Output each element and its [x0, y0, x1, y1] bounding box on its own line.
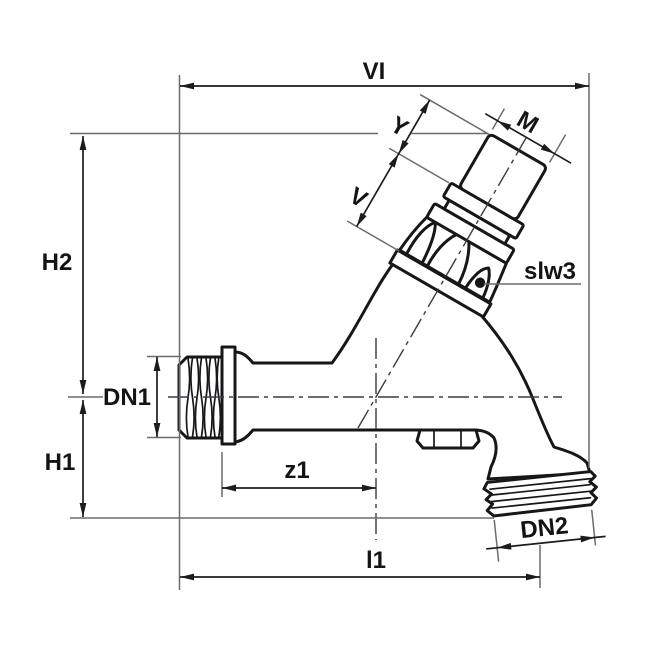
extension-line-dn2-right [590, 509, 597, 546]
dim-label-vi: VI [363, 58, 386, 85]
extension-line-m-left [491, 108, 506, 130]
extension-line-dn2-left [493, 519, 500, 562]
valve-body-outline [233, 262, 592, 481]
outlet-thread-ridges [488, 477, 593, 509]
extension-line-m-right [548, 134, 567, 163]
dim-label-l1: l1 [366, 547, 386, 574]
dim-label-dn1: DN1 [103, 384, 151, 411]
extension-line-collar-top [346, 220, 400, 252]
dim-label-h1: H1 [45, 449, 76, 476]
dim-label-dn2: DN2 [519, 512, 570, 544]
dim-label-z1: z1 [284, 457, 309, 484]
drain-plug [415, 428, 481, 450]
callout-label-slw3: slw3 [524, 258, 576, 285]
inlet-flange [220, 345, 237, 446]
outlet-thread-group: DN2 [482, 470, 606, 562]
slw3-marker-dot [474, 277, 486, 288]
centerline-head-axis [357, 137, 527, 429]
body-collar [388, 248, 493, 319]
dim-label-h2: H2 [42, 249, 73, 276]
extension-line-spindle-top [419, 93, 490, 136]
dim-label-m: M [512, 106, 543, 139]
